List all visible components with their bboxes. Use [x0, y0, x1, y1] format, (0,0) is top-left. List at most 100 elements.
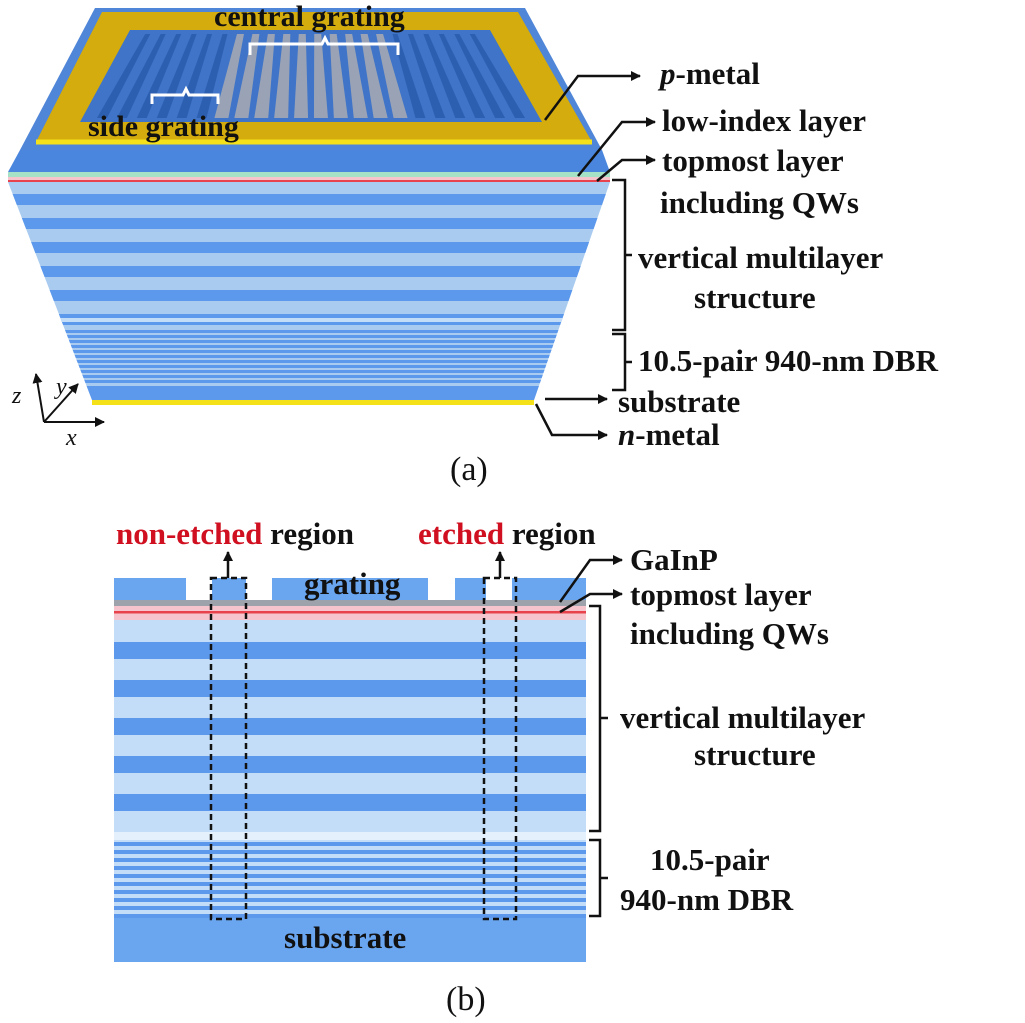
- spacer-layer: [60, 318, 563, 322]
- dbr-layer-b: [114, 842, 586, 846]
- dbr-layer-b: [114, 906, 586, 910]
- grating-bar: [469, 34, 526, 118]
- grating-bar: [392, 34, 426, 118]
- topmost-layer-qw: [8, 177, 610, 181]
- gainp-label: GaInP: [630, 542, 718, 577]
- dbr-label-a: 10.5-pair 940-nm DBR: [638, 343, 939, 378]
- dbr-layer: [74, 355, 550, 358]
- vertical-multilayer-label-line1: vertical multilayer: [638, 240, 884, 275]
- grating-bar: [136, 34, 182, 118]
- axis-triad: z y x: [11, 373, 105, 451]
- grating-bar: [345, 34, 368, 118]
- grating-label: grating: [304, 566, 401, 601]
- n-metal-label: n-metal: [618, 417, 720, 452]
- vertical-bracket-b: [589, 604, 608, 833]
- grating-bar: [360, 34, 388, 118]
- vertical-bracket-a: [612, 178, 632, 332]
- substrate-label-b: substrate: [284, 920, 406, 955]
- dark-layer-b: [114, 680, 586, 697]
- grating-tooth: [212, 578, 246, 600]
- dark-layer-b: [114, 642, 586, 659]
- dbr-layer-b: [114, 898, 586, 902]
- dbr-layer: [66, 335, 557, 338]
- central-grating-bracket: [248, 34, 400, 55]
- topmost-label-line1: topmost layer: [662, 143, 844, 178]
- grating-bar: [254, 34, 275, 118]
- axis-z-label: z: [11, 383, 22, 409]
- dbr-label-b-line1: 10.5-pair: [650, 842, 770, 877]
- dbr-layer: [68, 340, 555, 343]
- non-etched-region-box: [209, 576, 248, 921]
- dark-layer-b: [114, 718, 586, 735]
- axis-x-label: x: [65, 425, 77, 451]
- topmost-leader-b: [559, 589, 623, 614]
- dbr-layer-b: [114, 858, 586, 862]
- dbr-layer-b: [114, 914, 586, 918]
- grating-bar: [196, 34, 228, 118]
- grating-bar: [234, 34, 260, 118]
- grating-window: [80, 30, 542, 122]
- dbr-layer: [82, 375, 543, 378]
- grating-bar: [156, 34, 197, 118]
- panel-b-caption: (b): [446, 981, 486, 1018]
- low-index-layer: [8, 172, 610, 177]
- gainp-layer: [114, 600, 586, 606]
- low-index-label: low-index layer: [662, 103, 866, 138]
- p-metal-label: p-metal: [657, 56, 760, 91]
- dbr-layer: [70, 345, 554, 348]
- dark-layer: [49, 290, 573, 301]
- dbr-layer-b: [114, 874, 586, 878]
- vertical-multilayer-label-b-line1: vertical multilayer: [620, 700, 866, 735]
- dbr-bracket-b: [589, 838, 608, 918]
- dbr-layer: [80, 370, 545, 373]
- dbr-layer: [65, 330, 559, 333]
- substrate-b: [114, 918, 586, 962]
- grating-bar: [376, 34, 408, 118]
- low-index-leader: [577, 117, 656, 177]
- grating-tooth: [455, 578, 486, 600]
- n-metal-leader: [534, 403, 608, 440]
- substrate-label-a: substrate: [618, 384, 740, 419]
- grating-bar: [96, 34, 151, 118]
- grating-bar: [454, 34, 506, 118]
- grating-bar: [116, 34, 166, 118]
- dark-layer: [12, 194, 606, 205]
- panel-a-caption: (a): [450, 451, 488, 488]
- panel-a: central grating side grating z y x p-met…: [8, 0, 939, 488]
- dark-layer-b: [114, 756, 586, 773]
- vertical-layer-stack-b: [114, 620, 586, 962]
- grating-bar: [294, 34, 309, 118]
- vertical-multilayer-label-line2: structure: [694, 280, 816, 315]
- p-metal-leader: [544, 71, 641, 121]
- grating-bars: [96, 34, 526, 118]
- dbr-bracket-a: [612, 332, 632, 392]
- dbr-label-b-line2: 940-nm DBR: [620, 882, 794, 917]
- grating-bar: [274, 34, 291, 118]
- gainp-leader: [558, 555, 623, 603]
- grating-bar: [214, 34, 244, 118]
- non-etched-region-label: non-etched region: [116, 516, 354, 551]
- panel-b: grating substrate non-etched region etch…: [114, 516, 866, 1018]
- dark-layer-b: [114, 794, 586, 811]
- etched-region-label: etched region: [418, 516, 596, 551]
- dbr-layer-b: [114, 866, 586, 870]
- grating-tooth: [272, 578, 428, 600]
- grating-tooth: [114, 578, 186, 600]
- topmost-label-line2: including QWs: [660, 185, 859, 220]
- substrate-layer: [86, 386, 539, 400]
- dbr-layer-b: [114, 850, 586, 854]
- topmost-label-b-line1: topmost layer: [630, 577, 812, 612]
- topmost-label-b-line2: including QWs: [630, 616, 829, 651]
- grating-bar: [423, 34, 466, 118]
- dbr-layer: [76, 360, 548, 363]
- grating-bar: [438, 34, 486, 118]
- axis-y-label: y: [54, 374, 67, 400]
- central-grating-label: central grating: [214, 0, 405, 33]
- grating-bar: [313, 34, 328, 118]
- dark-layer: [21, 218, 598, 229]
- vertical-multilayer-label-b-line2: structure: [694, 737, 816, 772]
- vertical-layer-stack-a: [8, 182, 610, 400]
- dark-layer: [40, 266, 581, 277]
- qw-line-b: [114, 611, 586, 614]
